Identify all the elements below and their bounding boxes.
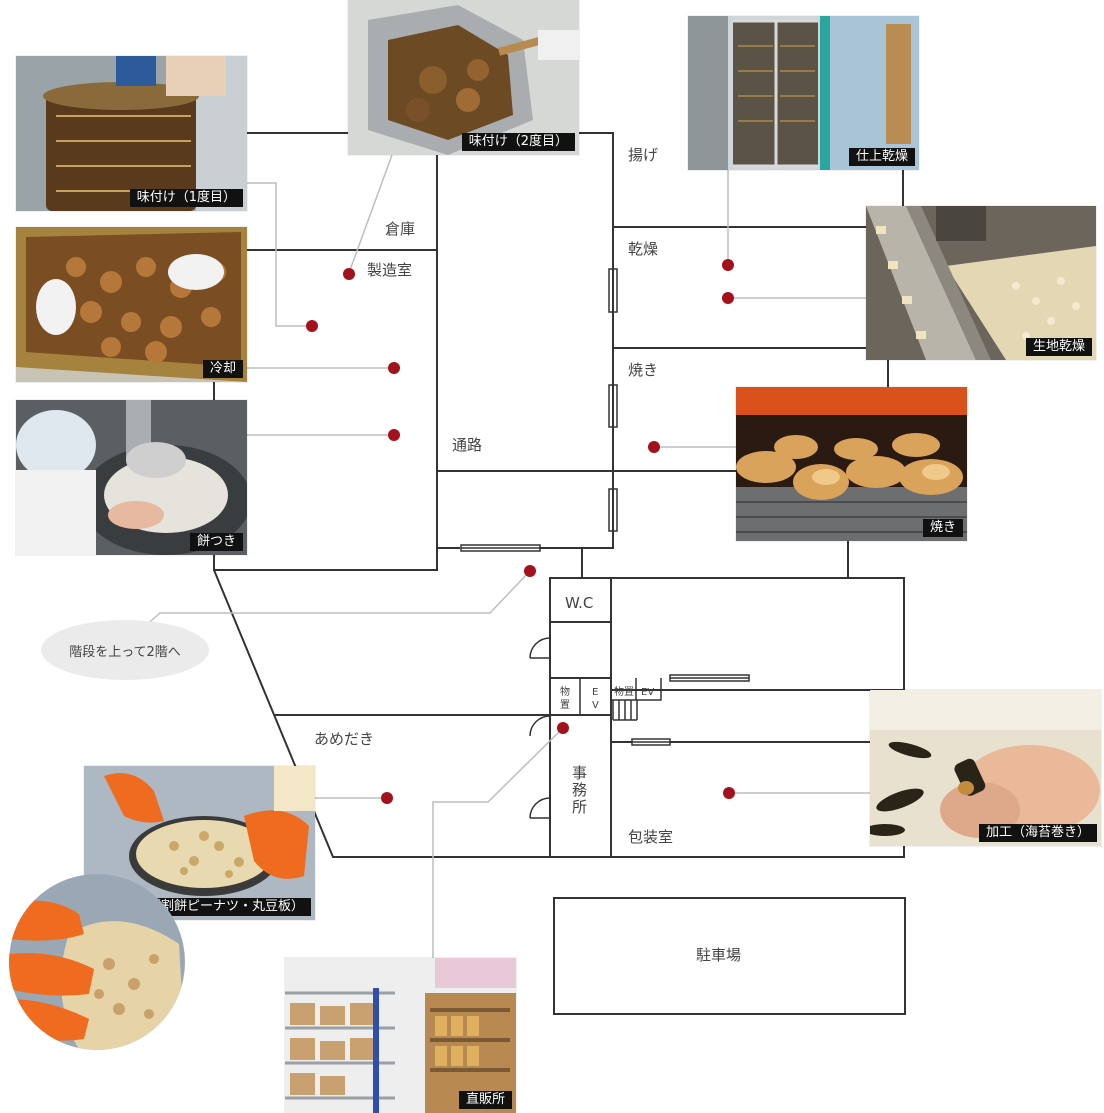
marker-kakou-kainori[interactable] xyxy=(723,787,735,799)
label-seizoushitsu: 製造室 xyxy=(367,261,412,279)
label-jimusho-3: 所 xyxy=(572,798,587,816)
photo-shiage-kansou[interactable]: 仕上乾燥 xyxy=(688,16,919,170)
label-amedaki: あめだき xyxy=(314,730,374,748)
caption-chokubaijo: 直販所 xyxy=(458,1091,512,1109)
windows xyxy=(460,268,750,746)
caption-yaki: 焼き xyxy=(922,519,963,537)
label-tsuuro: 通路 xyxy=(452,436,482,454)
caption-shiage-kansou: 仕上乾燥 xyxy=(848,148,915,166)
photo-reikyaku[interactable]: 冷却 xyxy=(16,227,247,382)
label-monooki-small: 物置 xyxy=(614,685,634,698)
leader-lines xyxy=(142,154,870,958)
label-souko: 倉庫 xyxy=(385,220,415,238)
label-jimusho-2: 務 xyxy=(572,781,587,799)
photo-yaki[interactable]: 焼き xyxy=(736,387,967,541)
marker-yaki[interactable] xyxy=(648,441,660,453)
caption-kakou-kainori: 加工（海苔巻き） xyxy=(978,824,1097,842)
marker-kakou-peanuts[interactable] xyxy=(381,792,393,804)
stairs-note: 階段を上って2階へ xyxy=(41,620,209,680)
marker-chokubaijo[interactable] xyxy=(557,722,569,734)
caption-ajitsuke1: 味付け（1度目） xyxy=(129,189,243,207)
marker-reikyaku[interactable] xyxy=(388,362,400,374)
photo-kakou-kainori[interactable]: 加工（海苔巻き） xyxy=(870,690,1101,846)
marker-ajitsuke2[interactable] xyxy=(343,268,355,280)
marker-stairs[interactable] xyxy=(524,565,536,577)
label-ev-v: V xyxy=(592,700,599,711)
stairs-note-text: 階段を上って2階へ xyxy=(69,644,181,660)
label-wc: W.C xyxy=(565,594,593,612)
photo-ajitsuke1[interactable]: 味付け（1度目） xyxy=(16,56,247,211)
label-monooki-2: 置 xyxy=(560,699,570,711)
label-yaki-room: 焼き xyxy=(628,361,658,379)
photo-mochitsuki[interactable]: 餅つき xyxy=(16,400,247,555)
marker-mochitsuki[interactable] xyxy=(388,429,400,441)
caption-reikyaku: 冷却 xyxy=(202,360,243,378)
label-kansou: 乾燥 xyxy=(628,240,658,258)
marker-shiage-kansou[interactable] xyxy=(722,259,734,271)
photo-kiji-kansou[interactable]: 生地乾燥 xyxy=(866,206,1096,360)
label-ev-small: EV xyxy=(641,687,654,698)
photo-chokubaijo[interactable]: 直販所 xyxy=(285,958,516,1113)
label-housoushitsu: 包装室 xyxy=(628,828,673,846)
label-age: 揚げ xyxy=(628,146,658,164)
parking-lot xyxy=(553,897,906,1015)
label-ev-e: E xyxy=(592,687,598,698)
caption-ajitsuke2: 味付け（2度目） xyxy=(461,133,575,151)
caption-kiji-kansou: 生地乾燥 xyxy=(1025,338,1092,356)
label-jimusho-1: 事 xyxy=(572,764,587,782)
room-labels: 倉庫 製造室 通路 揚げ 乾燥 焼き W.C 物 置 E V 物置 EV あめだ… xyxy=(314,146,741,964)
label-chuushajou: 駐車場 xyxy=(696,946,741,964)
walls xyxy=(213,132,905,858)
marker-ajitsuke1[interactable] xyxy=(306,320,318,332)
photo-kakou-peanuts[interactable]: 加工（割餅ピーナツ・丸豆板） xyxy=(84,766,315,920)
label-monooki-1: 物 xyxy=(560,685,570,698)
photo-peanuts-closeup xyxy=(9,874,185,1050)
stairs xyxy=(612,700,638,721)
marker-kiji-kansou[interactable] xyxy=(722,292,734,304)
location-markers xyxy=(306,259,735,804)
doors xyxy=(529,637,551,819)
photo-ajitsuke2[interactable]: 味付け（2度目） xyxy=(348,0,579,155)
caption-mochitsuki: 餅つき xyxy=(189,533,243,551)
